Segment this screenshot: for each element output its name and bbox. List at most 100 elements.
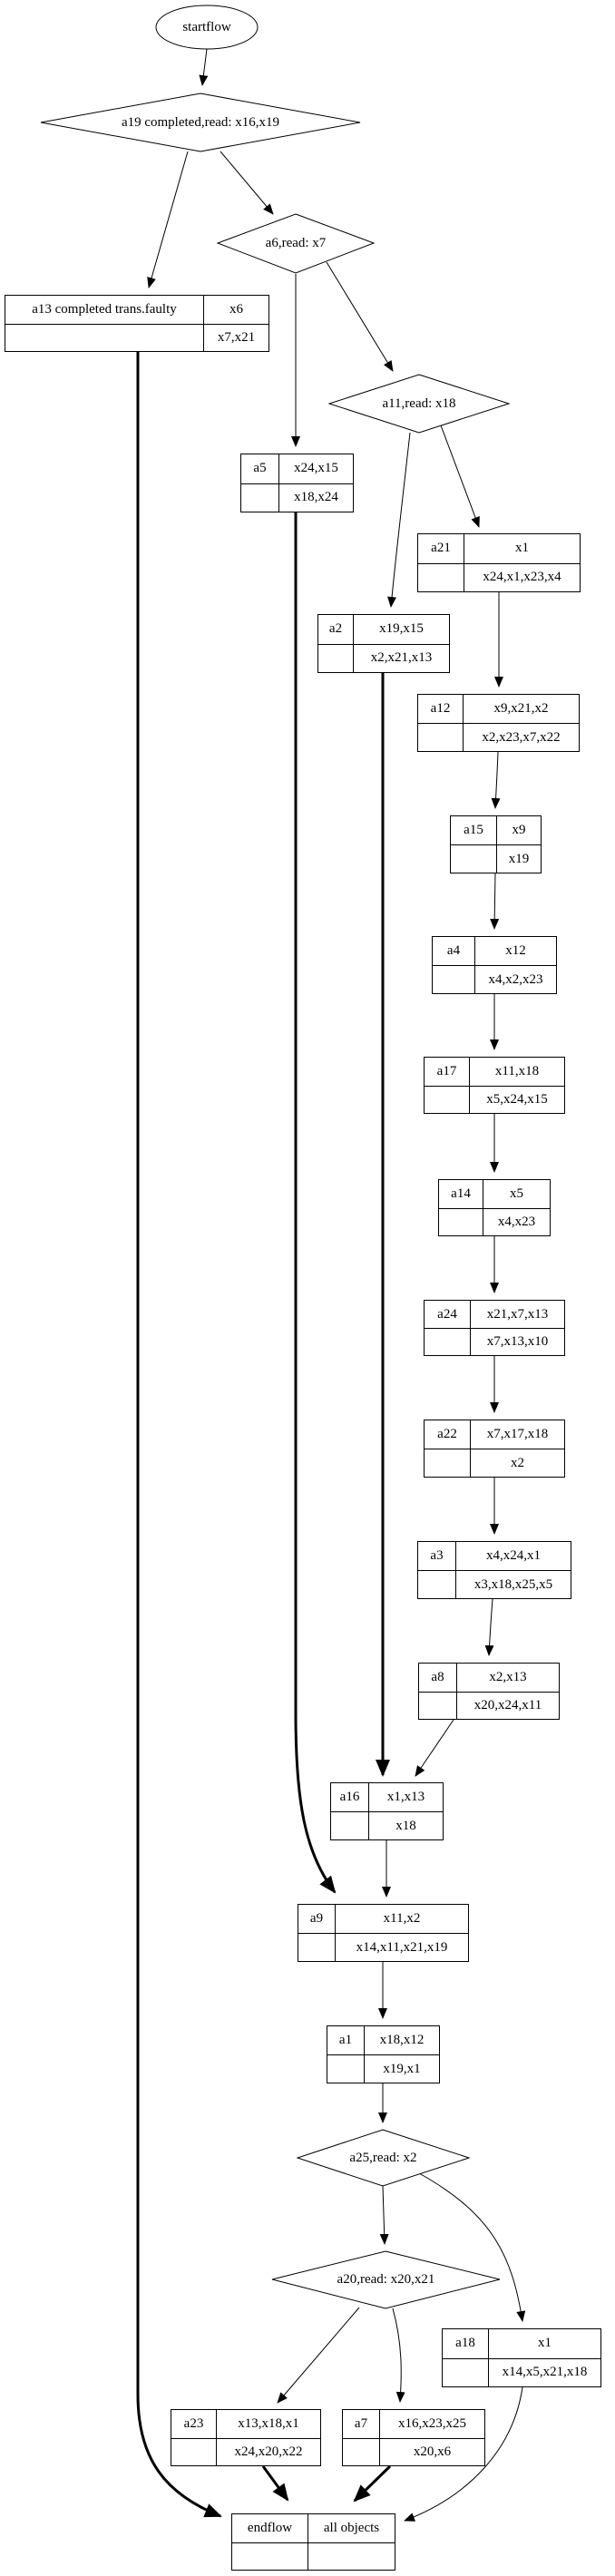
node-a22: a22 x7,x17,x18 x2 xyxy=(424,1420,565,1478)
edge-a3-a8 xyxy=(484,1598,494,1656)
node-a21-label: a21 xyxy=(431,541,451,556)
node-a23: a23 x13,x18,x1 x24,x20,x22 xyxy=(171,2409,321,2466)
node-a12-row2: x2,x23,x7,x22 xyxy=(463,723,579,751)
node-a4-row2: x4,x2,x23 xyxy=(474,965,556,993)
node-a9-row2: x14,x11,x21,x19 xyxy=(335,1933,468,1961)
node-a21-row2: x24,x1,x23,x4 xyxy=(464,562,580,591)
edge-a8-a16 xyxy=(415,1719,454,1777)
node-a16-blank xyxy=(331,1811,368,1839)
node-a13-row2: x7,x21 xyxy=(203,323,268,351)
node-a22-row2: x2 xyxy=(470,1449,564,1477)
node-endflow-row1: all objects xyxy=(308,2514,395,2542)
node-a13-blank xyxy=(5,323,203,352)
node-a18: a18 x1 x14,x5,x21,x18 xyxy=(442,2328,601,2387)
edge-a19-a13 xyxy=(147,151,189,288)
edge-a25-a20 xyxy=(379,2185,389,2245)
node-a18-blank xyxy=(443,2357,488,2387)
node-a12-label: a12 xyxy=(430,701,451,716)
edge-a25-a18 xyxy=(418,2172,526,2322)
node-a21-blank xyxy=(418,562,464,592)
node-a15: a15 x9 x19 xyxy=(450,815,542,873)
node-a1-label: a1 xyxy=(338,2033,353,2047)
node-a21: a21 x1 x24,x1,x23,x4 xyxy=(417,533,581,592)
node-a4-label: a4 xyxy=(446,943,461,958)
node-a8-blank xyxy=(419,1691,456,1720)
node-a3-label: a3 xyxy=(430,1548,444,1563)
node-a5-row1: x24,x15 xyxy=(278,454,353,483)
node-a7-label: a7 xyxy=(354,2415,368,2431)
node-a23-label: a23 xyxy=(183,2415,204,2431)
node-endflow-label: endflow xyxy=(247,2520,293,2535)
edge-a7-endflow-bold xyxy=(353,2464,392,2503)
node-a24-label: a24 xyxy=(437,1306,457,1322)
node-a13-row1: x6 xyxy=(203,296,268,324)
node-a14-row1: x5 xyxy=(483,1180,550,1208)
node-a9-blank xyxy=(298,1933,335,1961)
node-a22-blank xyxy=(425,1449,470,1477)
node-a1-row1: x18,x12 xyxy=(364,2026,439,2054)
edge-a12-a15 xyxy=(491,751,501,809)
node-a14-label: a14 xyxy=(451,1186,471,1201)
node-a16: a16 x1,x13 x18 xyxy=(330,1782,444,1840)
decision-a20-shape xyxy=(271,2250,501,2309)
node-a21-row1: x1 xyxy=(464,534,580,563)
node-a7-row1: x16,x23,x25 xyxy=(379,2410,484,2438)
node-a3-blank xyxy=(418,1570,455,1598)
node-a18-label: a18 xyxy=(455,2336,475,2351)
node-a24-row1: x21,x7,x13 xyxy=(470,1301,564,1328)
node-a4: a4 x12 x4,x2,x23 xyxy=(432,936,557,994)
node-a15-row1: x9 xyxy=(496,816,541,844)
node-a5: a5 x24,x15 x18,x24 xyxy=(240,454,354,512)
node-a18-row2: x14,x5,x21,x18 xyxy=(488,2357,600,2386)
node-a24: a24 x21,x7,x13 x7,x13,x10 xyxy=(424,1300,565,1356)
edge-a20-a7 xyxy=(392,2308,405,2403)
edge-a6-a11 xyxy=(326,261,394,372)
node-a17-label: a17 xyxy=(436,1063,457,1078)
node-a9-row1: x11,x2 xyxy=(335,1905,468,1933)
node-a3-row1: x4,x24,x1 xyxy=(455,1542,571,1570)
node-a2-blank xyxy=(318,643,353,673)
node-a5-label: a5 xyxy=(253,461,267,476)
node-a2: a2 x19,x15 x2,x21,x13 xyxy=(317,614,450,673)
node-a17-row1: x11,x18 xyxy=(469,1058,564,1086)
node-a22-row1: x7,x17,x18 xyxy=(470,1420,564,1449)
node-a9-label: a9 xyxy=(309,1911,324,1926)
node-a13: a13 completed trans.faulty x6 x7,x21 xyxy=(5,295,269,352)
node-a1-blank xyxy=(327,2054,364,2083)
node-endflow: endflow all objects xyxy=(231,2513,395,2571)
node-a12-row1: x9,x21,x2 xyxy=(463,695,579,723)
node-a24-row2: x7,x13,x10 xyxy=(470,1328,564,1355)
edge-a19-a6 xyxy=(220,151,274,215)
node-a5-blank xyxy=(241,483,278,512)
node-a8-label: a8 xyxy=(431,1669,444,1684)
decision-a19-shape xyxy=(40,93,361,152)
node-a15-row2: x19 xyxy=(496,844,541,873)
node-a8: a8 x2,x13 x20,x24,x11 xyxy=(418,1663,560,1720)
node-a22-label: a22 xyxy=(437,1427,457,1441)
node-a5-row2: x18,x24 xyxy=(278,483,353,512)
node-a8-row2: x20,x24,x11 xyxy=(456,1691,559,1719)
node-a3-row2: x3,x18,x25,x5 xyxy=(455,1570,571,1598)
node-a1: a1 x18,x12 x19,x1 xyxy=(327,2025,440,2083)
node-a2-row2: x2,x21,x13 xyxy=(353,643,449,672)
node-a23-row2: x24,x20,x22 xyxy=(216,2437,320,2465)
decision-a25-shape xyxy=(296,2129,471,2187)
edge-a18-endflow xyxy=(404,2386,523,2522)
node-endflow-row2 xyxy=(308,2542,395,2570)
node-a2-row1: x19,x15 xyxy=(353,615,449,644)
node-a17: a17 x11,x18 x5,x24,x15 xyxy=(424,1057,565,1114)
node-a12: a12 x9,x21,x2 x2,x23,x7,x22 xyxy=(417,694,580,752)
node-a14-blank xyxy=(439,1207,483,1236)
node-endflow-blank xyxy=(232,2542,308,2571)
edge-a11-a21 xyxy=(440,424,480,528)
node-a18-row1: x1 xyxy=(488,2329,600,2358)
edge-a23-endflow-bold xyxy=(261,2465,289,2502)
node-a15-blank xyxy=(451,844,496,873)
node-a8-row1: x2,x13 xyxy=(456,1664,559,1692)
node-a7: a7 x16,x23,x25 x20,x6 xyxy=(342,2409,485,2466)
node-a14-row2: x4,x23 xyxy=(483,1207,550,1235)
node-a17-blank xyxy=(425,1085,469,1114)
edge-a20-a23 xyxy=(277,2307,360,2404)
node-a14: a14 x5 x4,x23 xyxy=(438,1179,551,1236)
